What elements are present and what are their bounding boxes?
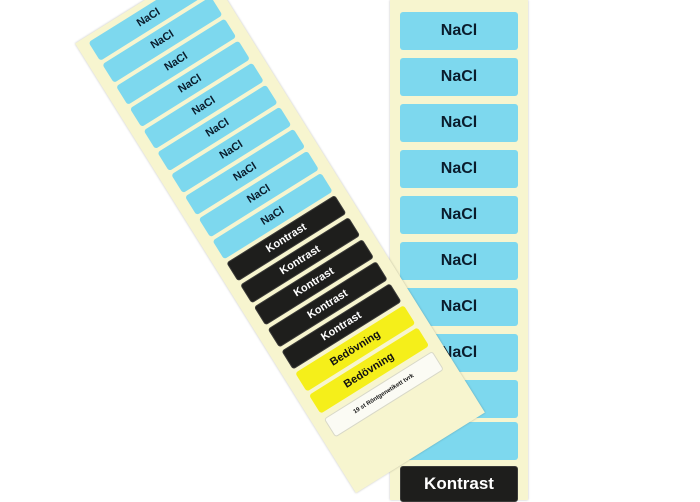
nacl-label: NaCl bbox=[400, 58, 518, 96]
nacl-label: NaCl bbox=[400, 288, 518, 326]
nacl-label: NaCl bbox=[400, 150, 518, 188]
nacl-label: NaCl bbox=[400, 104, 518, 142]
label-sheet-vertical: NaCl NaCl NaCl NaCl NaCl NaCl NaCl NaCl … bbox=[390, 0, 528, 502]
nacl-label: NaCl bbox=[400, 242, 518, 280]
nacl-label: NaCl bbox=[400, 12, 518, 50]
kontrast-label: Kontrast bbox=[400, 466, 518, 502]
nacl-label: NaCl bbox=[400, 196, 518, 234]
